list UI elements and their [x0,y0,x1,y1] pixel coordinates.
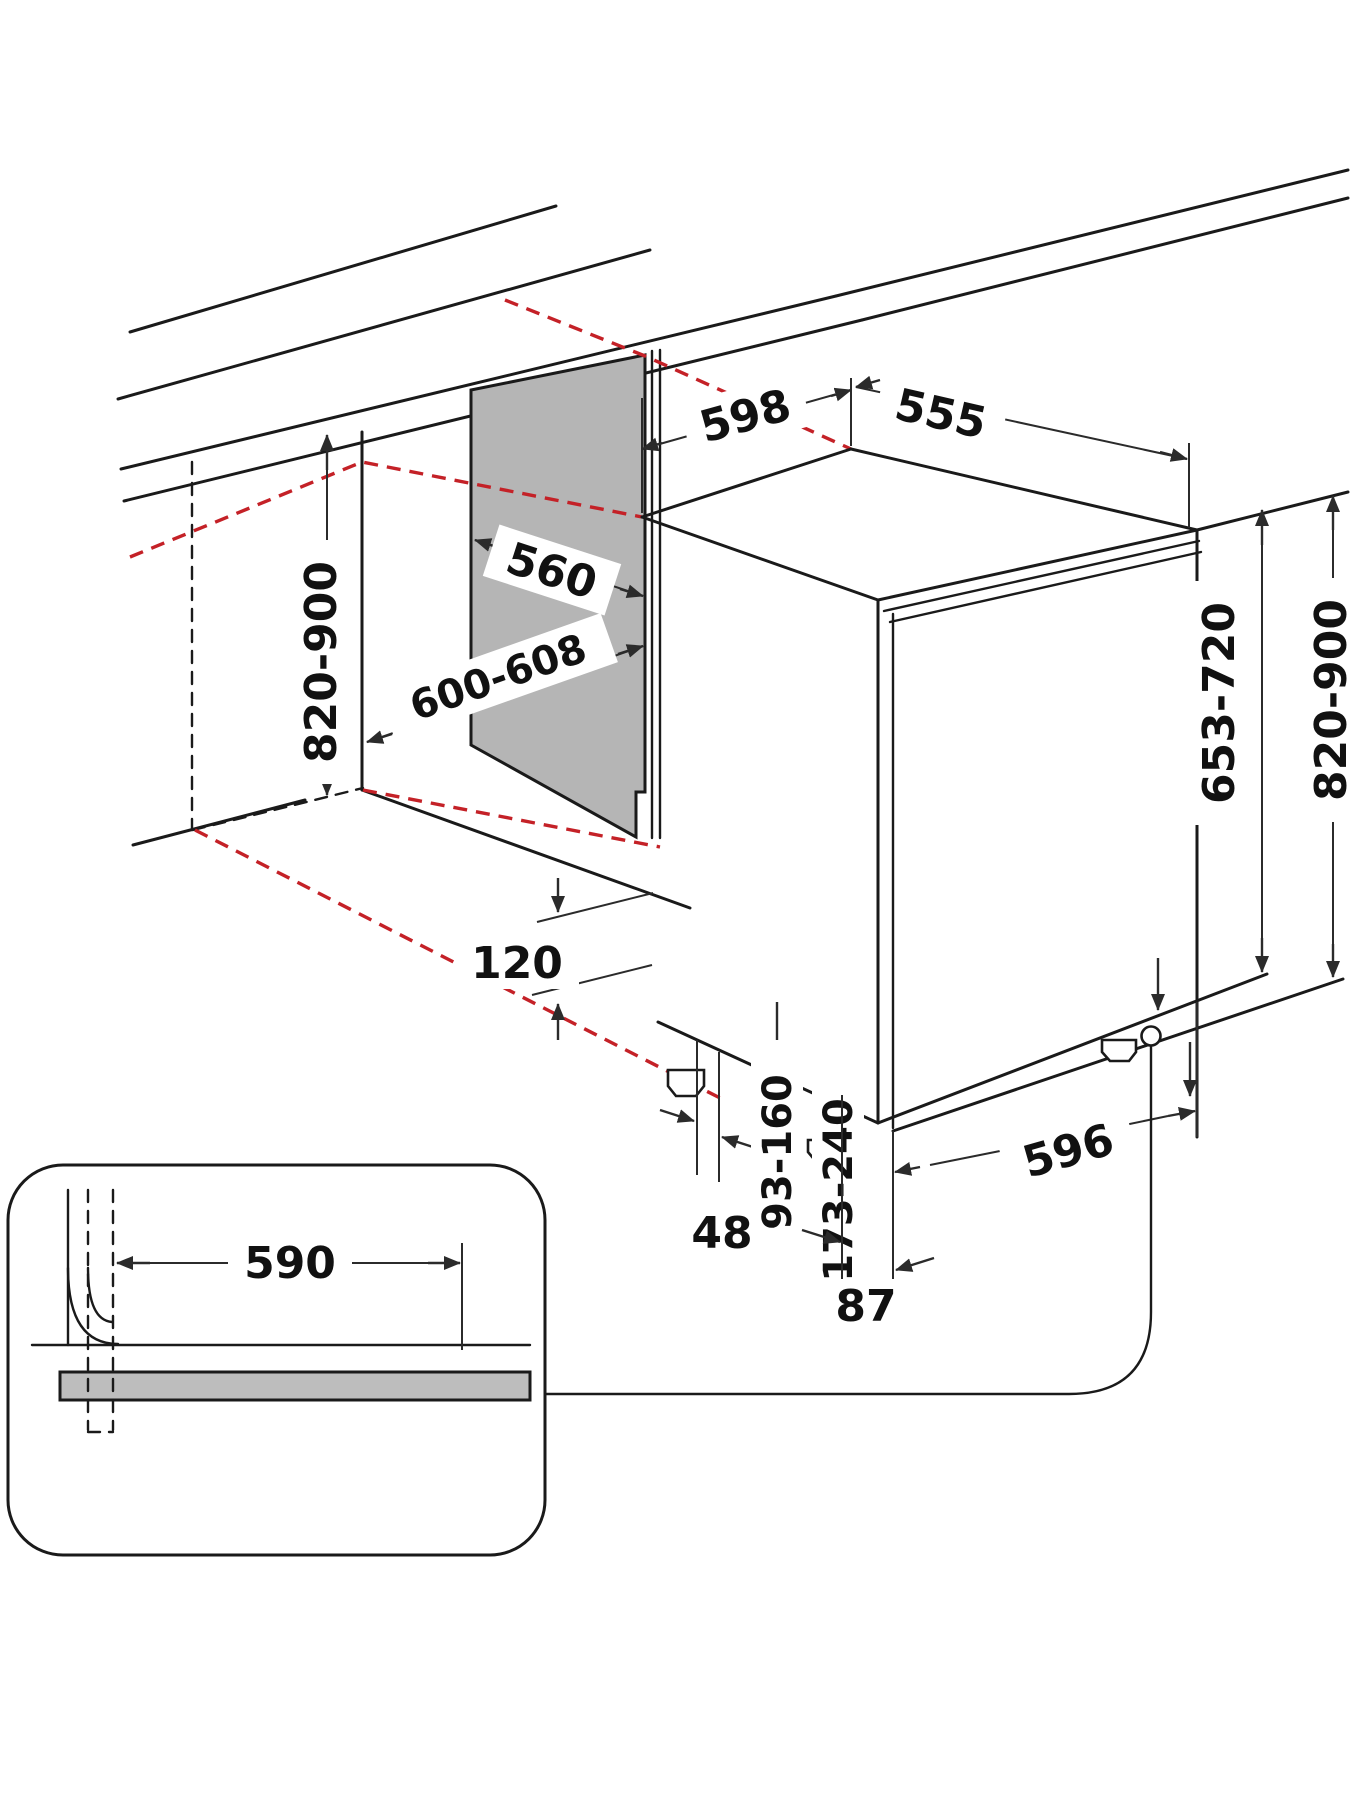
dim-niche-height-left-label: 820-900 [296,561,347,763]
top-face-rear-edge [640,447,853,519]
projection-line-bottom-a [362,788,661,849]
dim-toe-kick-1-label: 93-160 [755,1074,801,1230]
door-top-trim-1 [876,528,1199,602]
projection-line-bottom-b [194,828,721,1100]
dim-worktop-detail: 590 [116,1236,461,1290]
dim-worktop-detail-label: 590 [244,1238,336,1289]
dim-foot-offset-label: 87 [835,1281,896,1332]
floor-edge-dashed [191,786,365,832]
dim-rear-gap-label: 48 [691,1208,752,1259]
detail-inset: 590 [6,1163,547,1557]
hose-outlet-circle [1140,1025,1162,1047]
dim-toe-kick-2: 173-240 [812,1042,1197,1308]
top-face-left-edge [640,515,880,602]
niche-structure [131,348,692,910]
dim-plinth-height: 120 [455,878,654,1040]
dim-toe-kick-2-label: 173-240 [816,1098,862,1282]
dim-overall-height-right: 820-900 [1302,495,1350,978]
dim-base-depth-label: 596 [1017,1114,1119,1188]
dim-rear-gap: 48 [659,1040,757,1259]
dim-niche-height-left: 820-900 [292,434,348,796]
dim-top-depth: 555 [855,372,1190,528]
dim-door-height-label: 653-720 [1194,602,1245,804]
detail-leader-line [543,1044,1153,1396]
dim-panel-width: 560 [474,524,644,616]
dim-top-width: 598 [641,371,852,513]
dim-top-depth-label: 555 [890,379,991,449]
countertop-lines [116,168,1350,532]
dim-top-width-label: 598 [694,380,796,454]
inset-plinth-bar [58,1370,532,1402]
door-top-trim-3 [888,550,1203,624]
dim-toe-kick-1: 93-160 [751,958,1165,1264]
door-top-trim-2 [882,539,1201,613]
dim-foot-offset: 87 [801,1095,935,1333]
dim-plinth-height-label: 120 [471,938,563,989]
floor-edge-right [360,788,692,910]
dim-door-height: 653-720 [1191,509,1269,973]
base-bottom-edge-door [876,972,1269,1125]
foot-rear-right [1100,1038,1138,1063]
projection-line-middle [129,460,643,559]
dim-overall-height-right-label: 820-900 [1306,599,1350,801]
foot-front-left [666,1068,706,1098]
top-face-right-edge [849,447,1199,532]
inset-hose-bend-outer [66,1266,120,1346]
